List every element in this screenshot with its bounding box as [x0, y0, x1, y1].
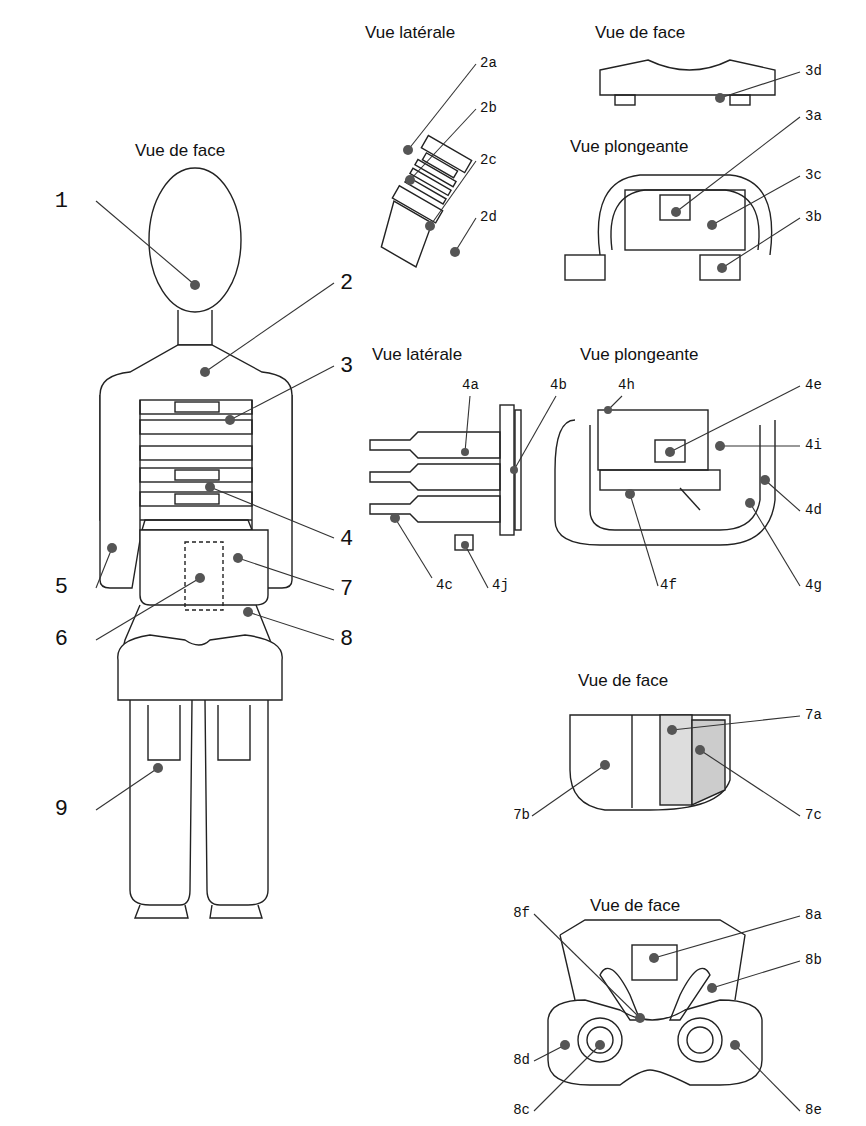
dummy-body: [100, 168, 292, 918]
callout-number: 9: [55, 798, 68, 822]
callout-number: 2: [340, 272, 353, 296]
callout-number: 7a: [805, 708, 822, 723]
leader-lines: [96, 64, 800, 1111]
callout-number: 4d: [805, 503, 822, 518]
callout-number: 5: [55, 576, 68, 600]
callout-number: 7: [340, 578, 353, 602]
callout-number: 4j: [492, 578, 509, 593]
callout-number: 3c: [805, 168, 822, 183]
view-title: Vue latérale: [365, 24, 455, 43]
callout-number: 8e: [805, 1103, 822, 1118]
callout-number: 6: [55, 628, 68, 652]
view-title: Vue de face: [135, 142, 225, 161]
view-title: Vue de face: [578, 672, 668, 691]
callout-number: 8f: [513, 906, 530, 921]
view-title: Vue de face: [595, 24, 685, 43]
callout-number: 8b: [805, 953, 822, 968]
callout-number: 2a: [480, 56, 497, 71]
callout-number: 3d: [805, 64, 822, 79]
callout-number: 2d: [480, 210, 497, 225]
callout-number: 4b: [550, 378, 567, 393]
callout-number: 4a: [462, 378, 479, 393]
callout-number: 2c: [480, 153, 497, 168]
callout-number: 3b: [805, 210, 822, 225]
callout-number: 8c: [513, 1103, 530, 1118]
callout-number: 7c: [805, 808, 822, 823]
abdomen-part: [570, 715, 730, 810]
callout-number: 3: [340, 355, 353, 379]
callout-number: 1: [55, 190, 68, 214]
view-title: Vue latérale: [372, 346, 462, 365]
callout-number: 2b: [480, 101, 497, 116]
callout-number: 4: [340, 528, 353, 552]
shoulder-part: [565, 60, 775, 280]
pelvis-part: [548, 920, 762, 1085]
callout-number: 4i: [805, 438, 822, 453]
callout-number: 8: [340, 628, 353, 652]
callout-number: 4g: [805, 578, 822, 593]
callout-number: 7b: [513, 808, 530, 823]
view-title: Vue plongeante: [580, 346, 698, 365]
callout-number: 4c: [436, 578, 453, 593]
callout-number: 8d: [513, 1053, 530, 1068]
view-title: Vue plongeante: [570, 138, 688, 157]
callout-number: 3a: [805, 109, 822, 124]
callout-number: 8a: [805, 908, 822, 923]
callout-number: 4f: [660, 578, 677, 593]
neck-part: [368, 136, 476, 267]
callout-dots: [107, 93, 770, 1050]
callout-number: 4e: [805, 378, 822, 393]
view-title: Vue de face: [590, 897, 680, 916]
rib-part: [370, 405, 775, 550]
callout-number: 4h: [618, 378, 635, 393]
